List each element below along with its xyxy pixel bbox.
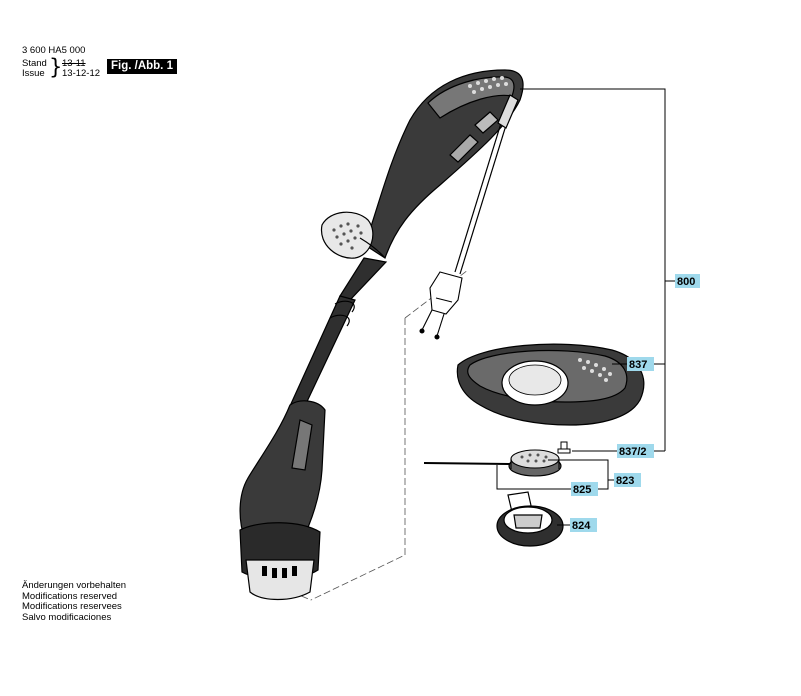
figure-label: Fig. /Abb. 1 xyxy=(107,59,177,74)
modification-notes: Änderungen vorbehalten Modifications res… xyxy=(22,580,127,623)
issue-label: Issue xyxy=(22,68,45,79)
callout-837-text: 837 xyxy=(629,359,647,371)
callout-837-2: 837/2 xyxy=(617,444,654,458)
callout-823: 823 xyxy=(614,473,641,487)
callout-823-text: 823 xyxy=(616,475,634,487)
callout-800-text: 800 xyxy=(677,276,695,288)
trimmer-shaft xyxy=(289,257,388,411)
guard xyxy=(456,343,645,426)
spool xyxy=(423,449,562,477)
issue-date: 13-12-12 xyxy=(62,68,101,79)
callout-837-2-text: 837/2 xyxy=(619,446,647,458)
trimmer-handle xyxy=(364,69,524,259)
callout-825: 825 xyxy=(571,482,598,496)
callout-824-text: 824 xyxy=(572,520,591,532)
old-code: 13-11 xyxy=(62,58,86,69)
part-number: 3 600 HA5 000 xyxy=(22,45,86,56)
motor-housing xyxy=(239,400,326,601)
callout-800: 800 xyxy=(675,274,700,288)
callout-824: 824 xyxy=(570,518,597,532)
callout-825-text: 825 xyxy=(573,484,591,496)
stand-label: Stand xyxy=(22,58,47,69)
plug xyxy=(419,271,463,340)
spool-cap xyxy=(496,491,564,547)
callout-837: 837 xyxy=(627,357,654,371)
note-fr: Modifications reservees xyxy=(22,601,122,612)
brace-symbol: } xyxy=(49,55,63,79)
note-es: Salvo modificaciones xyxy=(22,611,112,623)
note-de: Änderungen vorbehalten xyxy=(22,580,127,591)
note-en: Modifications reserved xyxy=(22,590,118,602)
auxiliary-handle xyxy=(320,211,386,259)
stand-issue-labels: Stand Issue xyxy=(22,59,47,79)
screw xyxy=(557,441,571,454)
power-cord xyxy=(454,94,519,275)
issue-codes: 13-11 13-12-12 xyxy=(62,59,100,79)
